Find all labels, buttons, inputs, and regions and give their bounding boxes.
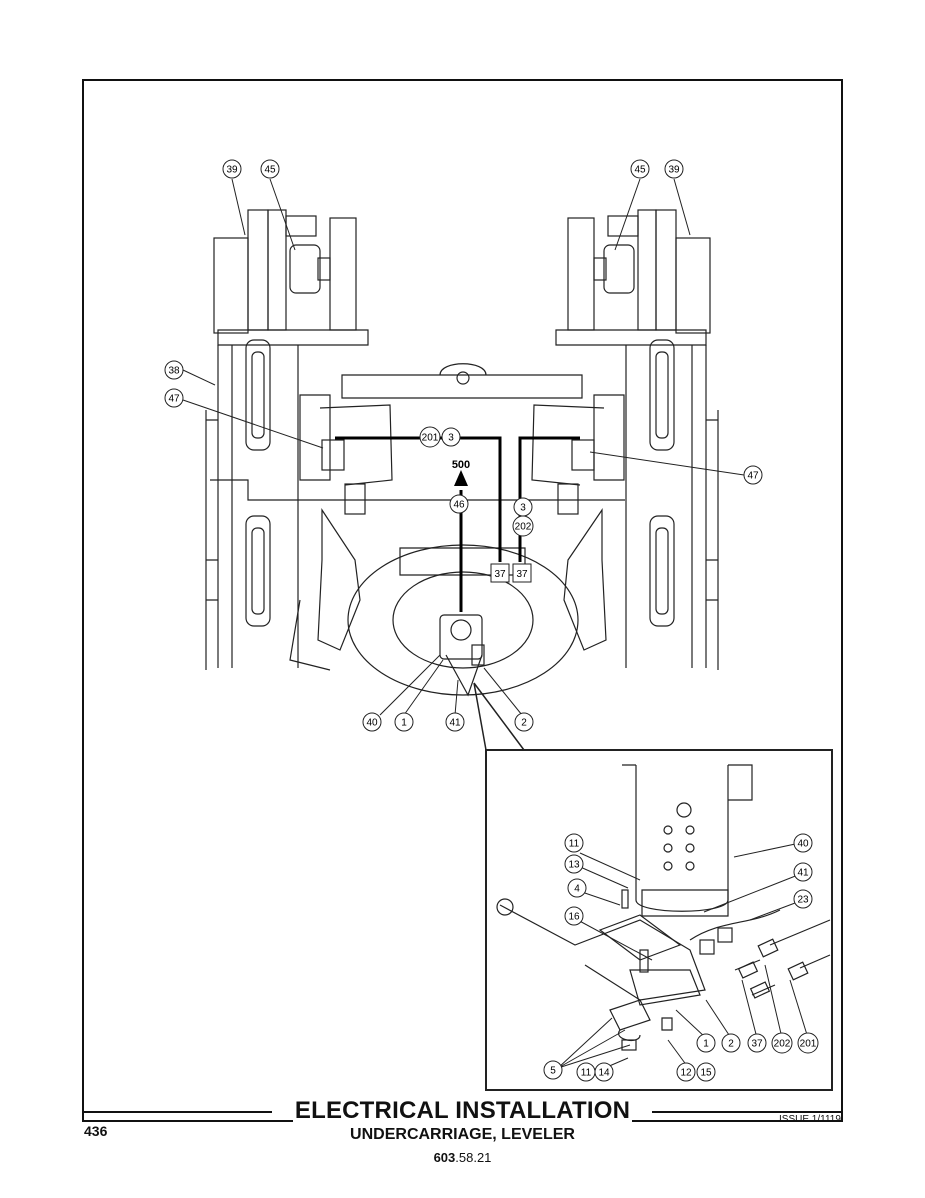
callout-16: 16 [564, 906, 584, 926]
callout-41: 41 [445, 712, 465, 732]
box-label: 37 [516, 569, 528, 580]
callout-label: 202 [774, 1039, 791, 1050]
callout-37: 37 [747, 1033, 767, 1053]
callout-label: 4 [574, 884, 580, 895]
leader-lines [182, 178, 809, 1071]
callout-202: 202 [512, 515, 534, 537]
callout-label: 38 [168, 366, 180, 377]
callout-12: 12 [676, 1062, 696, 1082]
callout-3: 3 [441, 427, 461, 447]
callout-202: 202 [771, 1032, 793, 1054]
callout-13: 13 [564, 854, 584, 874]
callout-41: 41 [793, 862, 813, 882]
callout-label: 40 [797, 839, 809, 850]
callout-label: 202 [515, 522, 532, 533]
callout-46: 46 [449, 494, 469, 514]
callout-label: 14 [598, 1068, 610, 1079]
callout-39: 39 [664, 159, 684, 179]
callout-11: 11 [576, 1062, 596, 1082]
page-title: ELECTRICAL INSTALLATION [292, 1097, 633, 1124]
callout-23: 23 [793, 889, 813, 909]
arrow-label: 500 [452, 459, 470, 471]
callout-label: 40 [366, 718, 378, 729]
callout-45: 45 [260, 159, 280, 179]
callout-label: 1 [703, 1039, 709, 1050]
callout-label: 47 [747, 471, 759, 482]
callout-label: 37 [751, 1039, 763, 1050]
page-number: 436 [84, 1123, 108, 1139]
callout-38: 38 [164, 360, 184, 380]
callout-label: 11 [569, 839, 580, 850]
boxed-labels: 37 37 [490, 563, 532, 583]
callout-label: 201 [422, 433, 439, 444]
callout-label: 45 [634, 165, 646, 176]
callout-label: 41 [449, 718, 461, 729]
callout-label: 2 [728, 1039, 734, 1050]
right-frame-assembly [531, 209, 719, 670]
inset-mount-plate [496, 889, 706, 1006]
callout-label: 3 [520, 503, 526, 514]
callout-1: 1 [394, 712, 414, 732]
callout-2: 2 [514, 712, 534, 732]
callout-label: 39 [668, 165, 680, 176]
callout-47: 47 [164, 388, 184, 408]
callout-label: 39 [226, 165, 238, 176]
callout-label: 16 [568, 912, 580, 923]
callout-label: 23 [797, 895, 809, 906]
detail-inset-frame [485, 749, 833, 1091]
issue-label: ISSUE 1/1119 [779, 1114, 841, 1125]
callout-label: 15 [700, 1068, 712, 1079]
callout-label: 46 [453, 500, 465, 511]
callout-label: 11 [581, 1068, 592, 1079]
page-subtitle: UNDERCARRIAGE, LEVELER [350, 1126, 575, 1143]
callout-201: 201 [797, 1032, 819, 1054]
arrow-up-icon [454, 470, 468, 486]
callout-14: 14 [594, 1062, 614, 1082]
callout-label: 47 [168, 394, 180, 405]
callout-47: 47 [743, 465, 763, 485]
callout-2: 2 [721, 1033, 741, 1053]
callout-15: 15 [696, 1062, 716, 1082]
callout-label: 201 [800, 1039, 817, 1050]
callout-201: 201 [419, 426, 441, 448]
callout-label: 1 [401, 718, 407, 729]
callout-label: 5 [550, 1066, 556, 1077]
callout-label: 41 [797, 868, 809, 879]
callout-1: 1 [696, 1033, 716, 1053]
inset-cylinder [622, 764, 753, 917]
box-label: 37 [494, 569, 506, 580]
callout-label: 13 [568, 860, 580, 871]
callout-39: 39 [222, 159, 242, 179]
callout-label: 3 [448, 433, 454, 444]
leveler-unit [439, 614, 485, 697]
inset-connectors [609, 909, 831, 1051]
callout-label: 12 [680, 1068, 692, 1079]
callout-45: 45 [630, 159, 650, 179]
section-number: 603.58.21 [433, 1150, 492, 1165]
callout-label: 2 [521, 718, 527, 729]
callout-label: 45 [264, 165, 276, 176]
callout-4: 4 [567, 878, 587, 898]
title-rule-right [652, 1111, 843, 1113]
callout-3: 3 [513, 497, 533, 517]
left-frame-assembly [205, 209, 393, 671]
callout-11: 11 [564, 833, 584, 853]
callout-40: 40 [793, 833, 813, 853]
callout-40: 40 [362, 712, 382, 732]
title-rule-left [82, 1111, 272, 1113]
callout-5: 5 [543, 1060, 563, 1080]
